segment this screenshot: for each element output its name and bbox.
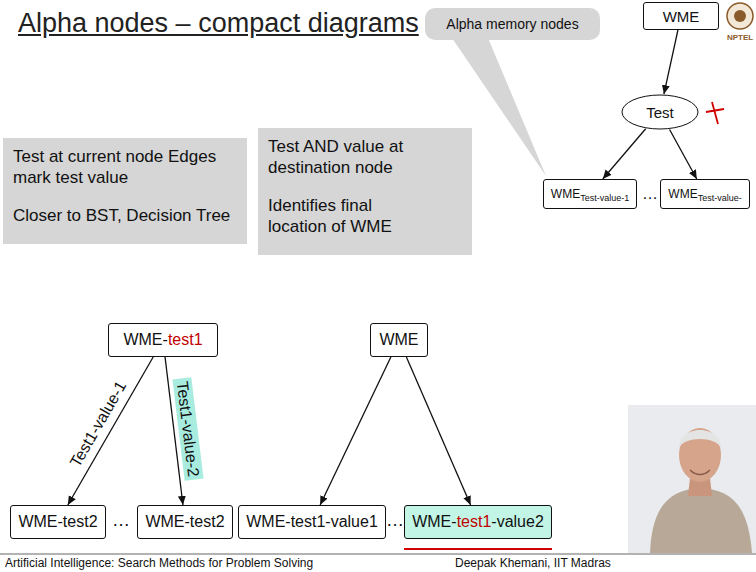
node-text: WME: [668, 187, 697, 201]
node-text: Alpha memory nodes: [446, 16, 578, 32]
nptel-logo: [727, 3, 753, 29]
nptel-logo-center: [734, 10, 746, 22]
edge-label: Test1-value-2: [172, 378, 203, 482]
wme-box: WME: [370, 323, 428, 357]
connector-arrow: [664, 30, 678, 94]
node-text: Test: [646, 104, 674, 121]
test-node-box: WME-test2: [137, 505, 232, 539]
slide-title: Alpha nodes – compact diagrams: [18, 8, 419, 39]
node-text: WME-test2: [18, 513, 97, 531]
connector-arrow: [406, 357, 470, 505]
connector-arrow: [603, 129, 646, 179]
footer-text: Artificial Intelligence: Search Methods …: [5, 556, 313, 570]
node-text: -value2: [491, 513, 543, 531]
value-node-box: WME-test1-value1: [238, 505, 386, 539]
wme-root-box: WME: [643, 2, 719, 30]
node-text: WME-test2: [145, 513, 224, 531]
node-text: WME-: [412, 513, 456, 531]
alpha-memory-box: WMETest-value-: [660, 179, 749, 209]
node-text: WME: [551, 187, 580, 201]
red-annotation: [706, 102, 724, 124]
node-text: WME-: [123, 331, 167, 349]
red-underline: [404, 548, 552, 550]
node-text: WME: [379, 331, 418, 349]
connector-arrow: [670, 129, 697, 179]
ellipsis: …: [386, 510, 404, 531]
node-text: Test-value-1: [580, 193, 629, 203]
presenter-video: [628, 405, 756, 553]
footer-text: Deepak Khemani, IIT Madras: [455, 556, 611, 570]
alpha-memory-box: WMETest-value-1: [543, 179, 637, 209]
connector-arrow: [320, 357, 391, 505]
ellipsis: …: [642, 185, 658, 203]
node-text: test1: [457, 513, 492, 531]
logo-text: NPTEL: [727, 33, 753, 42]
node-text: WME: [663, 8, 700, 25]
test-ellipse: Test: [621, 94, 699, 130]
node-text: Test-value-: [698, 193, 742, 203]
test-node-box: WME-test2: [10, 505, 105, 539]
edge-label: Test1-value-1: [65, 375, 132, 473]
note-panel: Test at current node Edges mark test val…: [3, 138, 247, 244]
node-text: Closer to BST, Decision Tree: [13, 205, 237, 226]
node-text: Test AND value at destination node: [268, 136, 428, 179]
ellipsis: …: [112, 510, 130, 531]
value-node-box: WME-test1-value2: [404, 505, 552, 539]
footer-rule: [0, 554, 756, 555]
note-panel: Test AND value at destination nodeIdenti…: [258, 128, 472, 255]
ellipse-shape: [622, 95, 698, 129]
node-text: test1: [168, 331, 203, 349]
node-text: WME-test1-value1: [246, 513, 378, 531]
connector-arrow: [68, 357, 153, 505]
test-node-box: WME-test1: [108, 323, 218, 357]
callout-bubble: Alpha memory nodes: [425, 8, 600, 40]
node-text: Identifies final location of WME: [268, 195, 428, 238]
node-text: Test at current node Edges mark test val…: [13, 146, 237, 189]
